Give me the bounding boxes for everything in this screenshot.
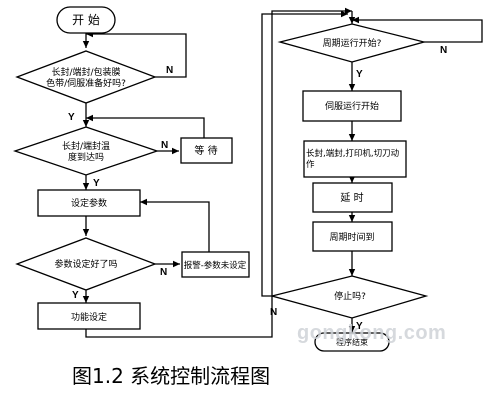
start-label: 开 始 (72, 13, 100, 27)
cycle-start-yes-label: Y (356, 69, 363, 80)
figure-caption: 图1.2 系统控制流程图 (72, 364, 271, 388)
check-params-yes-label: Y (72, 290, 79, 301)
cycle-start-decision (277, 23, 427, 63)
check-params-decision (15, 237, 157, 291)
check-temp-yes-label: Y (93, 178, 100, 189)
actions-box (303, 140, 407, 178)
stop-yes-label: Y (356, 321, 363, 332)
arrow-check-film-no-loop (86, 30, 187, 78)
func-set-label: 功能设定 (71, 311, 107, 323)
watermark-text: gongkong.com (297, 322, 447, 344)
alarm-label: 报警-参数未设定 (184, 260, 247, 271)
arrow-alarm-back-to-set-params (140, 198, 210, 252)
check-temp-no-label: N (161, 140, 168, 151)
cycle-start-label: 周期运行开始? (323, 37, 382, 49)
end-terminal (314, 332, 390, 352)
check-temp-line2: 度到达吗 (68, 151, 104, 163)
cycle-time-box (312, 221, 393, 252)
check-film-decision (15, 50, 157, 104)
check-film-no-label: N (166, 65, 173, 76)
delay-label: 延 时 (340, 192, 363, 204)
check-film-line2: 色带/伺服准备好吗? (46, 77, 126, 89)
arrow-cycle-start-no-loop (352, 16, 483, 43)
check-film-line1: 长封/端封/包装膜 (51, 66, 120, 78)
func-set-box (37, 302, 141, 330)
alarm-box (181, 251, 250, 278)
servo-start-label: 伺服运行开始 (325, 100, 379, 112)
set-params-box (37, 189, 141, 217)
wait-label: 等 待 (194, 144, 217, 157)
end-label: 程序结束 (336, 337, 368, 347)
check-params-no-label: N (160, 267, 167, 278)
check-film-label: 长封/端封/包装膜色带/伺服准备好吗? (46, 66, 126, 89)
start-terminal (56, 6, 116, 34)
check-params-label: 参数设定好了吗 (54, 258, 117, 270)
arrow-stop-no-back (261, 10, 348, 297)
stop-label: 停止吗? (334, 290, 366, 302)
check-temp-decision (12, 126, 160, 176)
cycle-start-no-label: N (440, 45, 447, 56)
stop-decision (269, 275, 429, 319)
actions-line2: 作 (306, 159, 315, 170)
wait-box (180, 137, 233, 164)
set-params-label: 设定参数 (71, 197, 107, 209)
actions-line1: 长封,端封,打印机,切刀动 (306, 148, 400, 159)
stop-no-label: N (270, 307, 277, 318)
check-temp-line1: 长封/端封温 (62, 140, 110, 152)
check-film-yes-label: Y (68, 112, 75, 123)
delay-box (312, 182, 393, 213)
servo-start-box (302, 90, 402, 122)
actions-label: 长封,端封,打印机,切刀动作 (306, 148, 400, 170)
check-temp-label: 长封/端封温度到达吗 (62, 140, 110, 163)
cycle-time-label: 周期时间到 (329, 231, 374, 243)
arrow-wait-back-to-check-temp (86, 114, 205, 138)
arrow-func-set-to-cycle-start (85, 7, 352, 338)
